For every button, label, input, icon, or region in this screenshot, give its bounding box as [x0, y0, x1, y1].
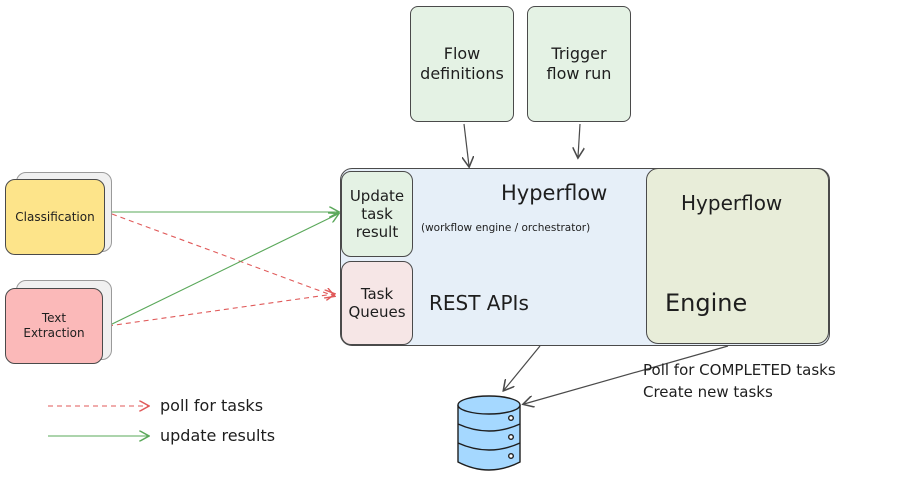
flow-definitions-box[interactable]: Flow definitions — [410, 6, 514, 122]
engine-box[interactable]: Hyperflow Engine — [646, 168, 829, 344]
text-extraction-label: Text Extraction — [23, 311, 85, 340]
trigger-flow-run-arrow — [578, 123, 580, 157]
classification-poll-arrow — [111, 213, 334, 296]
trigger-flow-run-label: Trigger flow run — [546, 44, 612, 83]
engine-label: Engine — [665, 289, 748, 317]
hyperflow-subtitle: (workflow engine / orchestrator) — [421, 222, 591, 234]
rest-to-db-arrow — [504, 345, 541, 390]
rest-apis-label: REST APIs — [429, 291, 529, 315]
classification-worker[interactable]: Classification — [5, 179, 105, 255]
task-queues-label: Task Queues — [348, 285, 406, 321]
legend-update-label: update results — [160, 426, 276, 445]
engine-note: Poll for COMPLETED tasks Create new task… — [643, 361, 836, 401]
trigger-flow-run-box[interactable]: Trigger flow run — [527, 6, 631, 122]
engine-to-db-arrow — [524, 345, 729, 404]
flow-definitions-arrow — [464, 123, 469, 166]
task-queues-box[interactable]: Task Queues — [341, 261, 413, 345]
legend-poll-label: poll for tasks — [160, 396, 264, 415]
update-task-result-label: Update task result — [349, 187, 405, 241]
update-task-result-box[interactable]: Update task result — [341, 171, 413, 257]
text-extraction-update-arrow — [107, 214, 338, 327]
text-extraction-worker[interactable]: Text Extraction — [5, 288, 103, 364]
classification-label: Classification — [15, 209, 95, 224]
engine-title: Hyperflow — [681, 191, 783, 215]
database-icon — [457, 395, 521, 471]
flow-definitions-label: Flow definitions — [420, 44, 504, 83]
hyperflow-title: Hyperflow — [501, 181, 608, 205]
text-extraction-poll-arrow — [107, 294, 334, 327]
